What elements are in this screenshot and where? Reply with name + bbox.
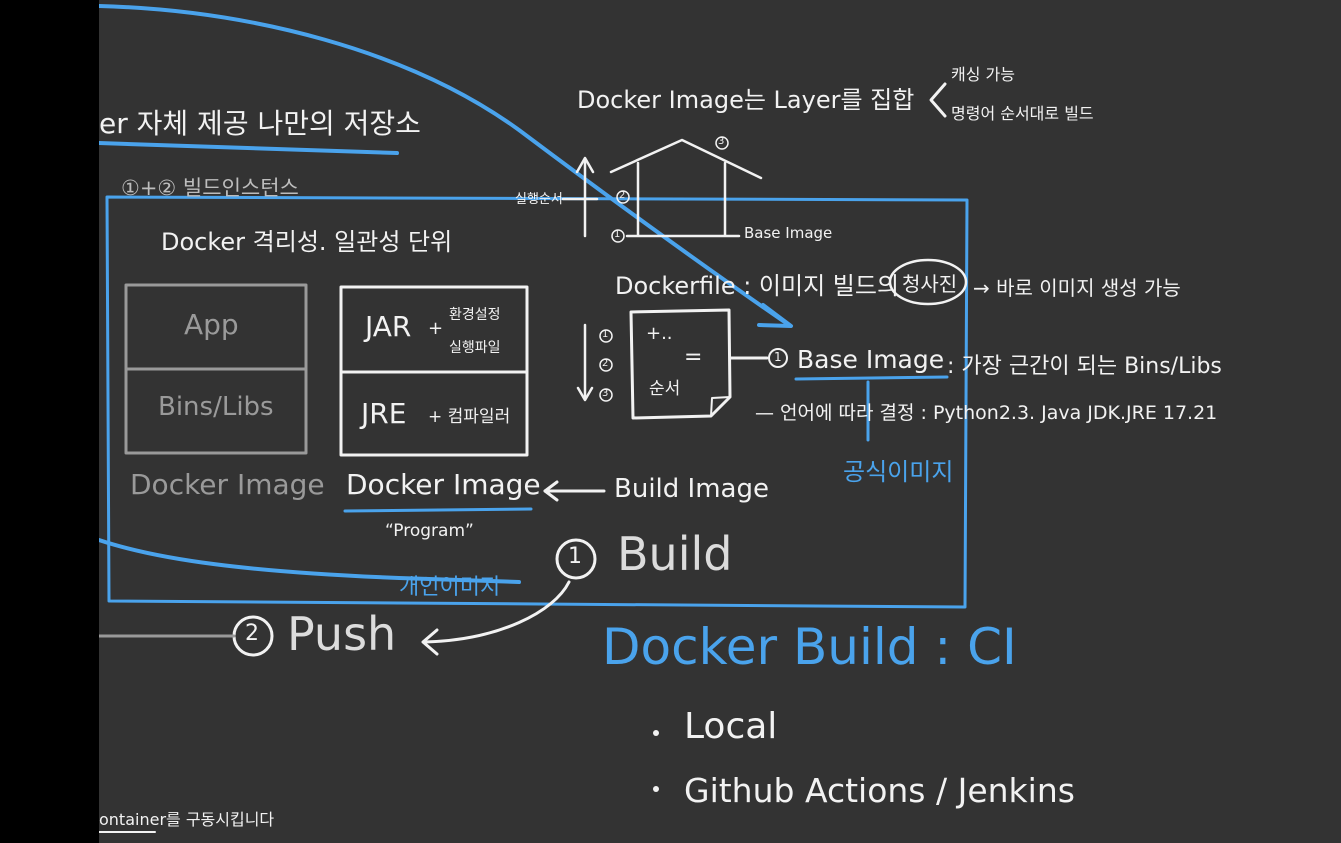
docker-unit-label: Docker 격리성. 일관성 단위	[161, 228, 453, 256]
push-step-number: 2	[245, 621, 259, 646]
right-stack-plus: +	[428, 318, 444, 339]
ci-item-local: Local	[684, 706, 778, 747]
dockerfile-tail: → 바로 이미지 생성 가능	[973, 276, 1181, 300]
ci-item-github: Github Actions / Jenkins	[684, 771, 1075, 810]
build-instance-label: ①+② 빌드인스턴스	[121, 176, 299, 200]
house-mark-bottom: 1	[614, 229, 621, 240]
base-image-desc: : 가장 근간이 되는 Bins/Libs	[947, 354, 1222, 379]
build-instance-frame	[105, 195, 969, 609]
layers-title: Docker Image는 Layer를 집합	[577, 86, 915, 114]
blue-curve-arrowhead	[757, 303, 793, 328]
push-step-label: Push	[287, 607, 397, 661]
note-line-2: =	[684, 345, 703, 370]
right-stack-jre-note: + 컴파일러	[428, 407, 511, 427]
right-stack-jre: JRE	[361, 397, 407, 430]
whiteboard: er 자체 제공 나만의 저장소 ①+② 빌드인스턴스 Docker 격리성. …	[99, 0, 1341, 843]
house-base-label: Base Image	[744, 224, 833, 242]
right-stack-jar-note-1: 환경설정	[449, 307, 501, 323]
blue-lower-curve	[99, 538, 521, 584]
dockerfile-label: Dockerfile : 이미지 빌드의	[615, 272, 900, 300]
storage-underline	[99, 141, 399, 155]
note-line-3: 순서	[649, 379, 681, 399]
personal-image-label: 개인이미지	[399, 575, 501, 600]
note-mark-3: 3	[602, 388, 609, 399]
program-label: “Program”	[385, 521, 474, 541]
build-step-number: 1	[568, 544, 582, 569]
note-mark-1: 1	[602, 329, 609, 340]
build-image-label: Build Image	[614, 474, 769, 504]
base-image-num: 1	[774, 350, 782, 364]
base-image-label: Base Image	[797, 345, 945, 374]
left-stack-app: App	[184, 308, 239, 341]
blue-curve-arrow	[99, 4, 791, 327]
note-line-1: +..	[646, 323, 673, 344]
base-image-underline	[794, 375, 949, 381]
ci-title: Docker Build : CI	[602, 618, 1017, 676]
build-to-push-curve	[423, 580, 571, 644]
build-step-label: Build	[617, 527, 733, 581]
blueprint-circle	[888, 258, 968, 306]
language-line: — 언어에 따라 결정 : Python2.3. Java JDK.JRE 17…	[755, 402, 1218, 424]
right-stack-jar-note-2: 실행파일	[449, 340, 501, 356]
house-roof	[609, 138, 763, 180]
docker-image-underline	[343, 507, 533, 513]
note-paper	[629, 308, 732, 420]
layers-bracket	[929, 82, 947, 118]
storage-title: er 자체 제공 나만의 저장소	[99, 107, 421, 140]
note-mark-2: 2	[602, 358, 609, 369]
footer-text: ontainer를 구동시킵니다	[99, 810, 275, 829]
build-step-circle	[555, 538, 597, 580]
layers-note-caching: 캐싱 가능	[951, 65, 1015, 84]
left-stack-bins: Bins/Libs	[158, 392, 274, 422]
left-stack-caption: Docker Image	[130, 468, 325, 501]
official-image-label: 공식이미지	[843, 458, 954, 486]
house-mark-top: 3	[718, 136, 725, 147]
right-stack-caption: Docker Image	[346, 468, 541, 501]
layers-note-order: 명령어 순서대로 빌드	[951, 104, 1094, 123]
house-mark-mid: 2	[619, 190, 626, 201]
drawing-canvas	[99, 4, 969, 833]
right-stack-jar: JAR	[365, 310, 412, 343]
dockerfile-blueprint: 청사진	[902, 272, 958, 296]
layer-axis-label: 실행순서	[515, 192, 563, 207]
